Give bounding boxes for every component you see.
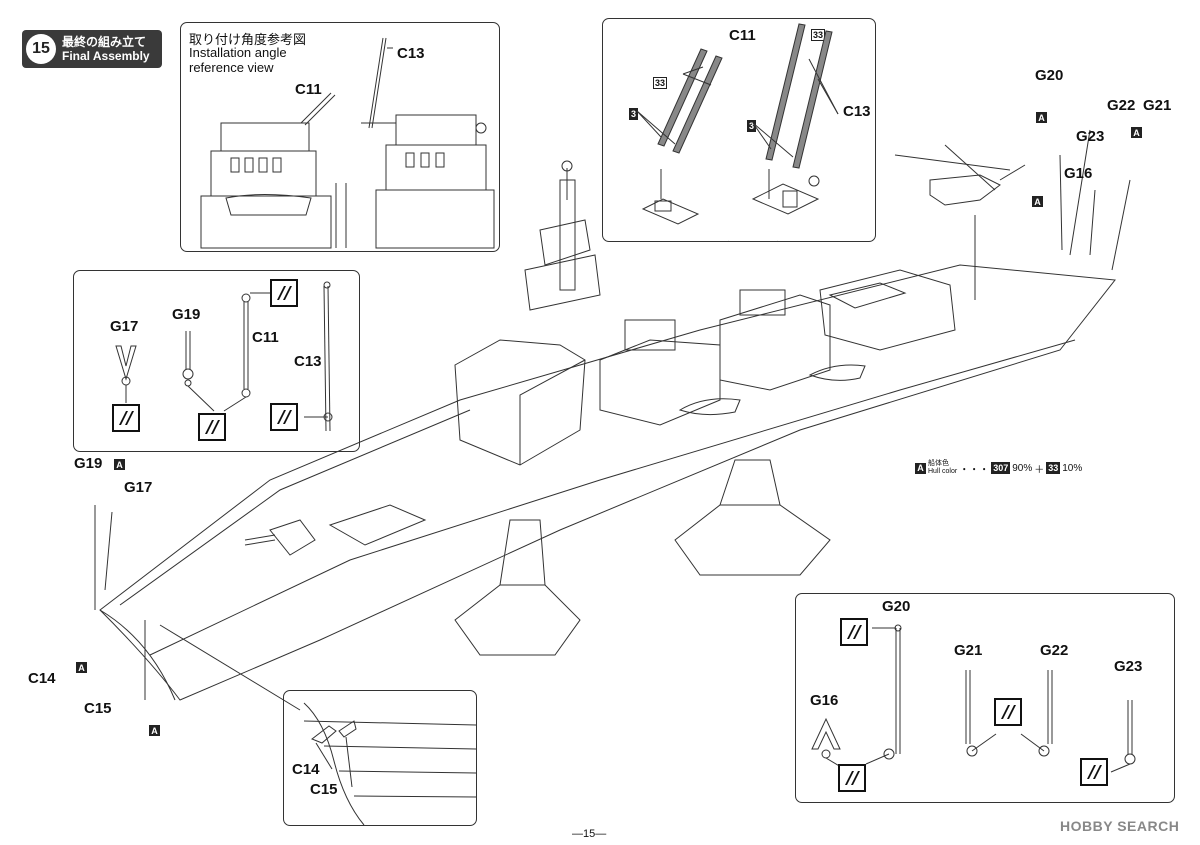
hull-color-dots: ・・・ [959, 464, 990, 476]
cement-icon [112, 404, 140, 432]
paint-307-pct: 90% [1012, 462, 1033, 474]
paint-33: 33 [1046, 462, 1061, 474]
cement-icon [270, 403, 298, 431]
watermark: HOBBY SEARCH [1060, 818, 1180, 834]
paint-mark-icon: A [114, 459, 125, 470]
step-title-en: Final Assembly [62, 49, 150, 63]
paint-mark-icon: A [1032, 196, 1043, 207]
mast-detail-panel: C11 C13 33 33 3 3 [602, 18, 876, 242]
reference-title-en-2: reference view [189, 60, 274, 75]
callout-g22: G22 [1107, 97, 1136, 114]
mast-label-c11: C11 [729, 27, 756, 44]
left-label-c13: C13 [294, 353, 322, 370]
left-label-c11: C11 [252, 329, 279, 346]
callout-g20: G20 [1035, 67, 1064, 84]
bow-detail-drawing [303, 702, 476, 825]
paint-33-pct: 10% [1062, 462, 1083, 474]
reference-title-ja: 取り付け角度参考図 [189, 32, 307, 47]
callout-g16: G16 [1064, 165, 1093, 182]
left-parts-drawing [115, 281, 333, 432]
callout-g19: G19 [74, 455, 103, 472]
hull-color-label-ja: 船体色 [928, 460, 949, 467]
paint-33-left: 33 [653, 77, 668, 89]
paint-mark-icon: A [1036, 112, 1047, 123]
callout-c14: C14 [28, 670, 56, 687]
left-label-g17: G17 [110, 318, 139, 335]
bow-label-c15: C15 [310, 781, 338, 798]
paint-mark-icon: A [915, 462, 926, 474]
step-title-ja: 最終の組み立て [62, 35, 147, 49]
reference-view-panel: 取り付け角度参考図 Installation angle reference v… [180, 22, 500, 252]
left-label-g19: G19 [172, 306, 201, 323]
hull-color-label-en: Hull color [928, 468, 958, 475]
cement-icon [198, 413, 226, 441]
callout-g23: G23 [1076, 128, 1105, 145]
ref-label-c13: C13 [397, 45, 425, 62]
mast-label-c13: C13 [843, 103, 871, 120]
callout-c15: C15 [84, 700, 112, 717]
right-detail-panel: G20 G16 G21 G22 G23 [795, 593, 1175, 803]
right-label-g23: G23 [1114, 658, 1143, 675]
cement-icon [840, 618, 868, 646]
step-badge: 15 最終の組み立て Final Assembly [22, 30, 162, 68]
bow-label-c14: C14 [292, 761, 320, 778]
right-label-g16: G16 [810, 692, 839, 709]
callout-g17: G17 [124, 479, 153, 496]
hull-color-note: A 船体色 Hull color ・・・ 307 90% ＋ 33 10% [915, 460, 1082, 476]
right-parts-drawing [811, 624, 1136, 773]
cement-icon [994, 698, 1022, 726]
paint-307: 307 [991, 462, 1011, 474]
cement-icon [1080, 758, 1108, 786]
left-detail-panel: G17 G19 C11 C13 [73, 270, 360, 452]
plus-sign: ＋ [1034, 464, 1045, 476]
right-label-g22: G22 [1040, 642, 1069, 659]
paint-3-left: 3 [629, 108, 639, 120]
cement-icon [838, 764, 866, 792]
page-number: —15— [572, 828, 607, 840]
mast-detail-drawing [636, 23, 839, 241]
step-number: 15 [26, 34, 56, 64]
right-label-g21: G21 [954, 642, 983, 659]
paint-mark-icon: A [149, 725, 160, 736]
reference-superstructure-drawing [200, 37, 495, 249]
callout-g21: G21 [1143, 97, 1172, 114]
ref-label-c11: C11 [295, 81, 322, 98]
bow-detail-panel: C14 C15 [283, 690, 477, 826]
cement-icon [270, 279, 298, 307]
paint-mark-icon: A [76, 662, 87, 673]
paint-mark-icon: A [1131, 127, 1142, 138]
reference-title-en-1: Installation angle [189, 45, 287, 60]
right-label-g20: G20 [882, 598, 911, 615]
